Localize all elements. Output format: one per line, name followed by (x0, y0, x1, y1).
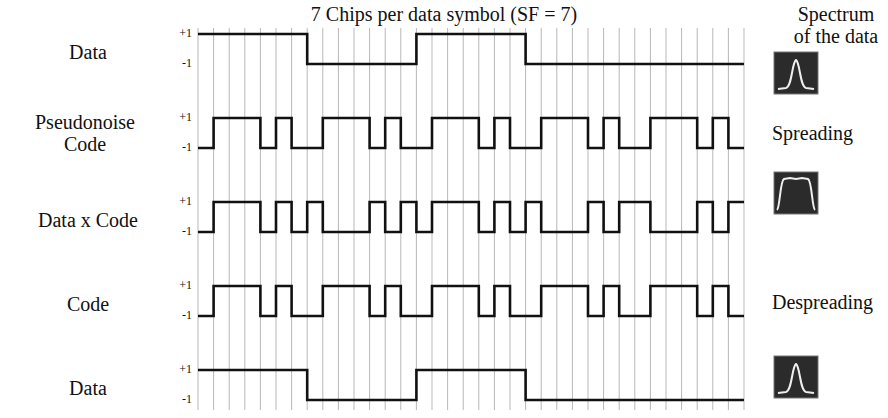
level-label: -1 (182, 225, 192, 238)
spectrum-icon (774, 52, 818, 94)
row-label: Data (3, 377, 173, 399)
level-label: +1 (179, 279, 192, 292)
level-label: -1 (182, 141, 192, 154)
level-label: -1 (182, 309, 192, 322)
process-label: Spreading (772, 122, 853, 144)
spectrum-icon-ground (774, 356, 818, 398)
product-waveform (198, 202, 744, 232)
level-label: +1 (179, 27, 192, 40)
data-waveform (198, 370, 744, 400)
level-label: -1 (182, 393, 192, 406)
row-label: Pseudonoise Code (25, 111, 145, 155)
level-label: +1 (179, 111, 192, 124)
data-waveform (198, 34, 744, 64)
grid-lines (198, 28, 744, 410)
level-label: +1 (179, 195, 192, 208)
spectrum-icon-ground (774, 172, 818, 214)
spectrum-icon (774, 172, 818, 214)
spectrum-icon-ground (774, 52, 818, 94)
diagram-title: 7 Chips per data symbol (SF = 7) (311, 3, 577, 25)
code-waveform (198, 286, 744, 316)
narrow-spectrum-curve (778, 364, 814, 393)
spectrum-icon (774, 356, 818, 398)
level-label: -1 (182, 57, 192, 70)
process-label: Despreading (772, 291, 873, 313)
row-label: Data x Code (3, 209, 173, 231)
chip-grid (198, 28, 744, 410)
wide-spectrum-curve (777, 178, 815, 210)
level-label: +1 (179, 363, 192, 376)
row-label: Data (3, 41, 173, 63)
spectrum-heading: Spectrum of the data (790, 3, 882, 47)
narrow-spectrum-curve (778, 60, 814, 89)
row-label: Code (3, 293, 173, 315)
code-waveform (198, 118, 744, 148)
